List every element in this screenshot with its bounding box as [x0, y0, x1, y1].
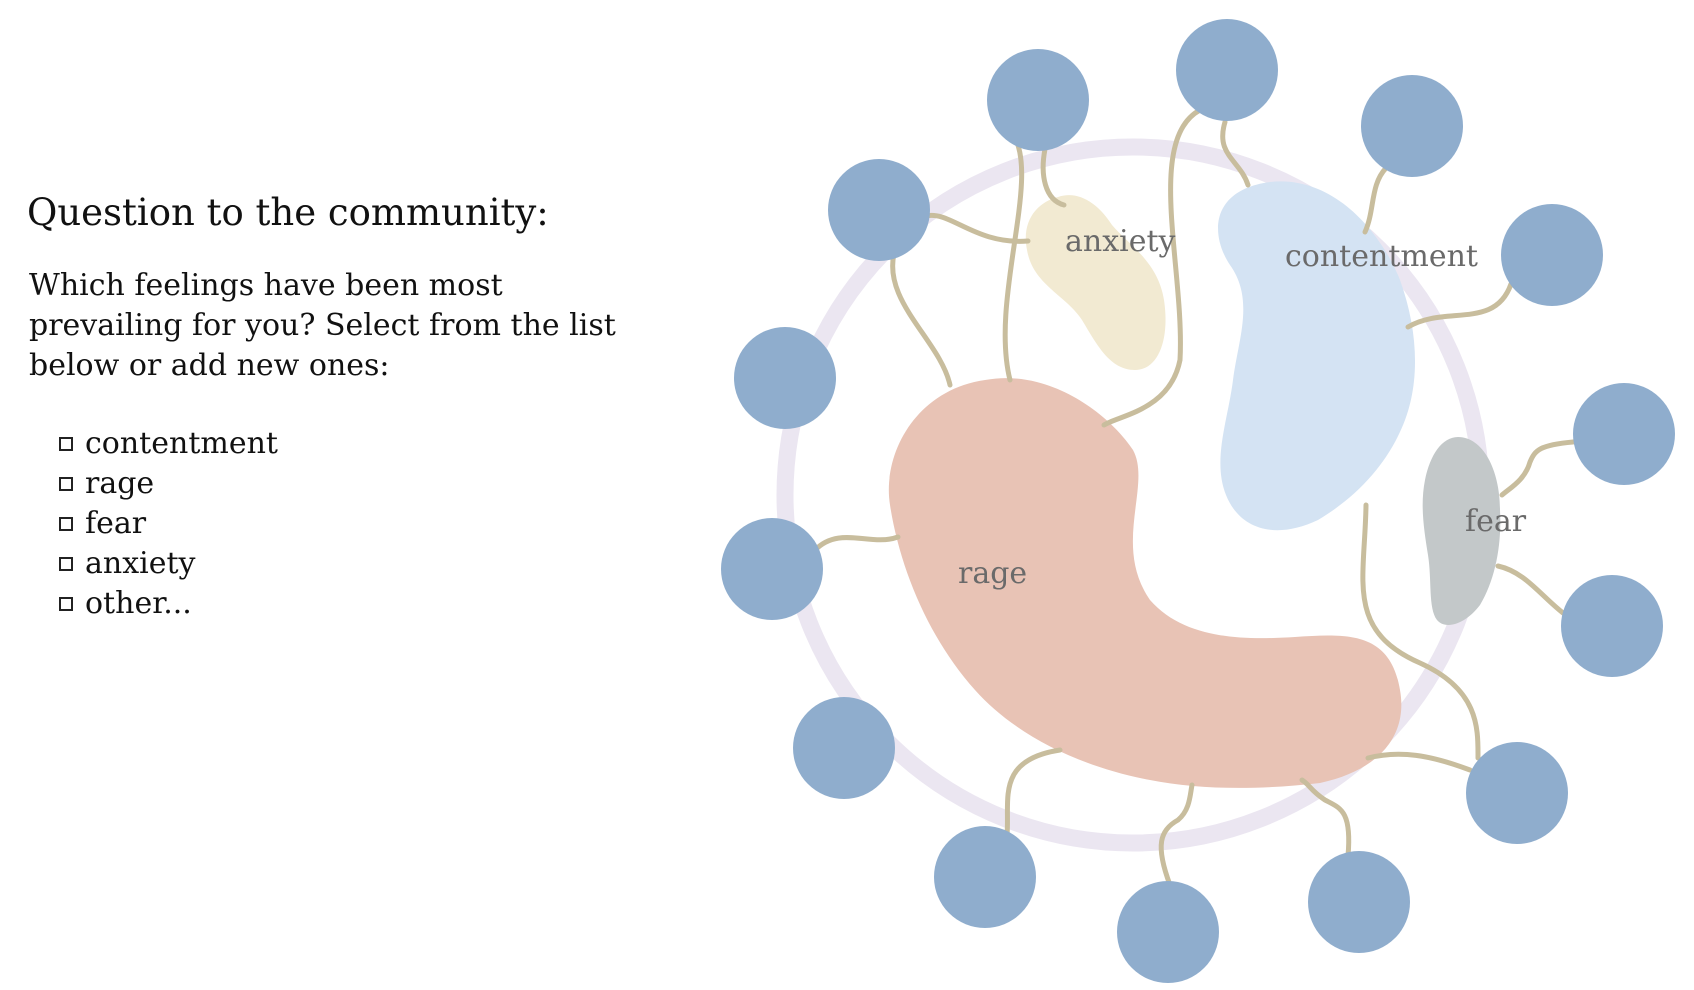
connector [1220, 119, 1251, 188]
checkbox[interactable] [59, 477, 73, 491]
member-node[interactable] [1308, 851, 1410, 953]
checkbox[interactable] [59, 517, 73, 531]
member-node[interactable] [987, 49, 1089, 151]
options-list: contentment rage fear anxiety other... [59, 424, 278, 624]
checkbox[interactable] [59, 557, 73, 571]
connector [812, 534, 901, 553]
contentment-blob [1218, 181, 1416, 531]
member-node[interactable] [734, 327, 836, 429]
question-body: Which feelings have been most prevailing… [29, 268, 616, 383]
member-node[interactable] [721, 518, 823, 620]
connector [1405, 281, 1514, 330]
member-node[interactable] [1561, 575, 1663, 677]
option-rage[interactable]: rage [59, 464, 278, 504]
connector [1040, 146, 1067, 208]
question-panel: Question to the community: Which feeling… [27, 0, 667, 990]
option-anxiety[interactable]: anxiety [59, 544, 278, 584]
connector [890, 247, 953, 388]
option-label: rage [85, 466, 155, 501]
connector [1158, 782, 1195, 888]
fear-blob [1422, 437, 1501, 625]
connector [1004, 747, 1063, 838]
anxiety-blob [1025, 195, 1166, 370]
connector [1360, 502, 1481, 761]
member-node[interactable] [1176, 19, 1278, 121]
option-label: anxiety [85, 546, 196, 581]
connector [1101, 107, 1203, 428]
checkbox[interactable] [59, 597, 73, 611]
connector [1495, 563, 1566, 616]
option-contentment[interactable]: contentment [59, 424, 278, 464]
option-fear[interactable]: fear [59, 504, 278, 544]
member-node[interactable] [1466, 742, 1568, 844]
option-label: contentment [85, 426, 278, 461]
member-node[interactable] [934, 826, 1036, 928]
question-title: Question to the community: [27, 191, 549, 234]
option-label: other... [85, 586, 192, 621]
connector [1499, 439, 1576, 498]
checkbox[interactable] [59, 437, 73, 451]
member-node[interactable] [1117, 881, 1219, 983]
member-node[interactable] [1501, 204, 1603, 306]
contentment-label: contentment [1285, 239, 1478, 274]
member-node[interactable] [1573, 383, 1675, 485]
rage-label: rage [958, 556, 1027, 591]
option-other[interactable]: other... [59, 584, 278, 624]
member-node[interactable] [828, 159, 930, 261]
member-node[interactable] [1361, 75, 1463, 177]
fear-label: fear [1465, 504, 1527, 539]
anxiety-label: anxiety [1065, 224, 1176, 259]
connector [1002, 133, 1025, 383]
connector [923, 212, 1031, 244]
option-label: fear [85, 506, 147, 541]
member-node[interactable] [793, 697, 895, 799]
rage-blob [888, 378, 1402, 788]
connector [1365, 751, 1473, 773]
connector [1362, 165, 1389, 235]
connector [1299, 777, 1352, 859]
